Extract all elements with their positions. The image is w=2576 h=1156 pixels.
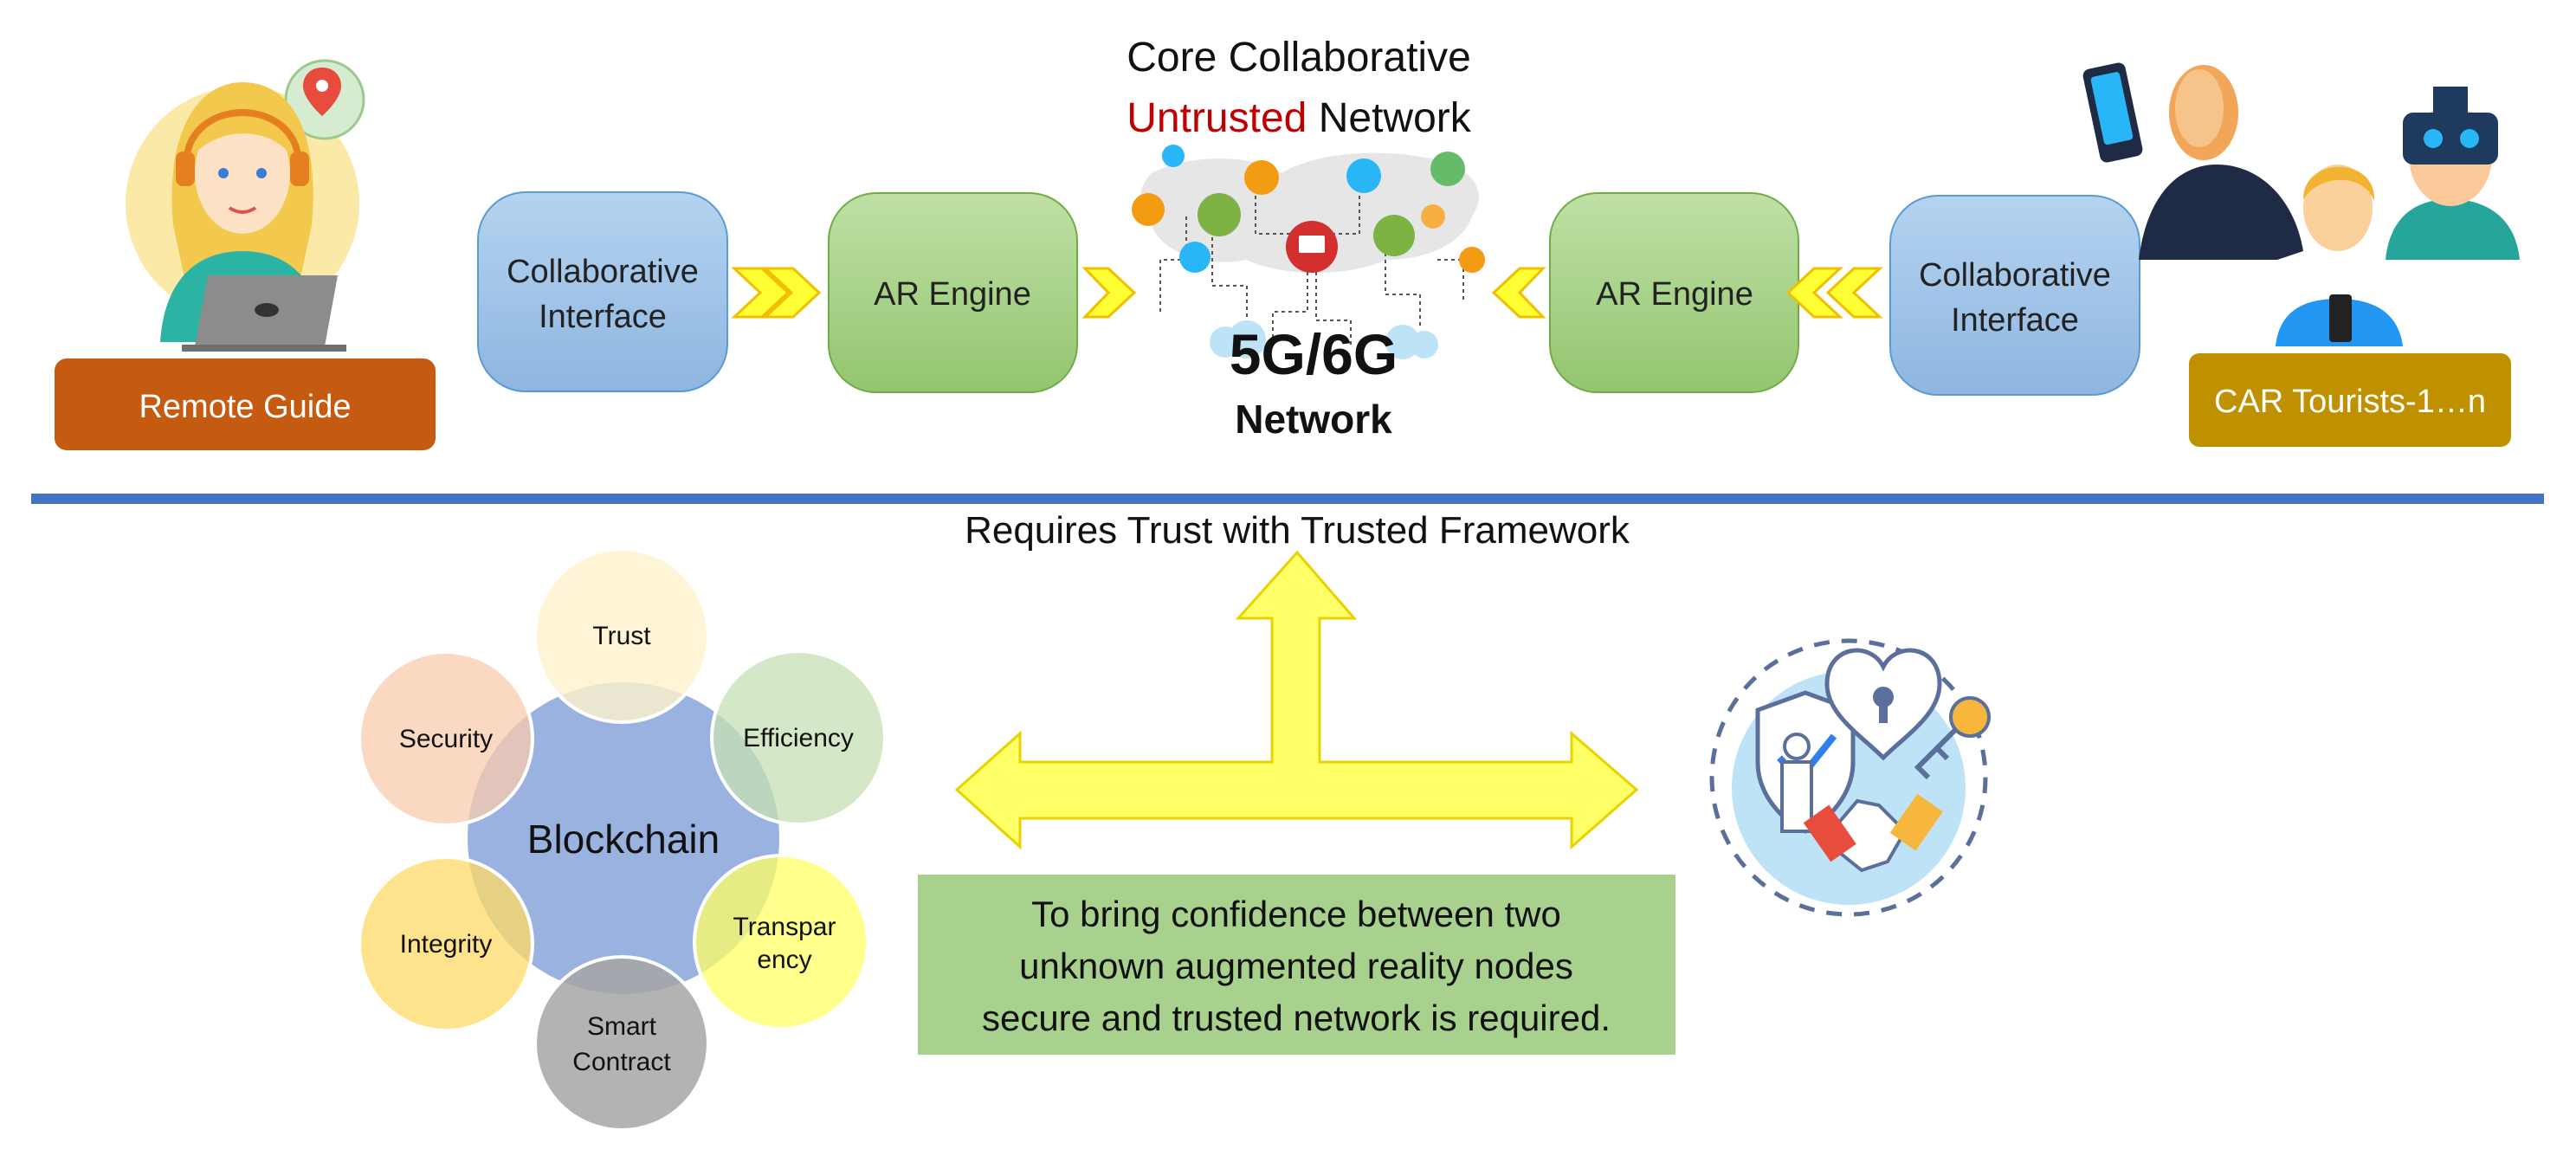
integrity-circle	[358, 856, 534, 1032]
key-icon	[1914, 696, 1991, 780]
three-way-arrow	[954, 550, 1639, 850]
blockchain-label: Blockchain	[527, 817, 720, 862]
remote-guide-illustration	[126, 59, 365, 352]
briefcase-icon	[1373, 215, 1415, 256]
chevron-right-icon	[1081, 267, 1137, 319]
trust-note-line3: secure and trusted network is required.	[982, 998, 1611, 1038]
card-icon	[1430, 152, 1465, 186]
efficiency-circle	[710, 649, 887, 826]
untrusted-word: Untrusted	[1127, 95, 1307, 141]
wifi-icon	[1346, 158, 1381, 193]
plane-icon	[1162, 145, 1185, 167]
chevron-right-icon	[731, 267, 822, 319]
trust-note-line1: To bring confidence between two	[1031, 894, 1561, 934]
left-collab-line2: Interface	[539, 299, 667, 335]
bag-icon	[1421, 204, 1445, 229]
chevron-left-icon	[1785, 267, 1883, 319]
section-divider	[31, 494, 2544, 504]
lock-icon	[1179, 242, 1211, 273]
efficiency-label: Efficiency	[743, 724, 854, 752]
map-pin-icon	[303, 68, 341, 116]
left-collaborative-interface	[477, 191, 728, 392]
car-tourists-label: CAR Tourists-1…n	[2214, 384, 2486, 420]
trust-note-box	[918, 875, 1675, 1055]
transparency-label-line2: ency	[757, 946, 811, 974]
chevron-left-icon	[1491, 267, 1546, 319]
network-label: Network	[1235, 397, 1392, 442]
network-title-line1: Core Collaborative	[1127, 35, 1471, 81]
trust-note-line2: unknown augmented reality nodes	[1019, 946, 1573, 986]
car-tourists-box	[2189, 353, 2511, 447]
person-icon	[1780, 733, 1813, 833]
remote-guide-label: Remote Guide	[139, 389, 351, 425]
network-5g-label: 5G/6G	[1230, 322, 1398, 386]
integrity-label: Integrity	[400, 930, 493, 959]
left-collab-line1: Collaborative	[507, 254, 699, 290]
remote-guide-box	[55, 358, 436, 450]
right-collaborative-interface	[1889, 195, 2140, 396]
heart-lock-icon	[1824, 648, 1942, 761]
right-ar-engine-label: AR Engine	[1596, 276, 1753, 313]
trust-illustration	[1709, 638, 1991, 917]
smart-contract-circle	[533, 955, 710, 1132]
phone-icon	[1244, 160, 1279, 195]
security-label: Security	[399, 725, 493, 753]
left-ar-engine-label: AR Engine	[874, 276, 1031, 313]
blockchain-diagram	[358, 547, 887, 1132]
bike-icon	[1459, 247, 1485, 273]
right-collab-line1: Collaborative	[1919, 257, 2111, 294]
transparency-circle	[693, 854, 869, 1030]
smart-contract-label-line2: Contract	[572, 1048, 671, 1076]
network-word: Network	[1319, 95, 1472, 141]
left-ar-engine	[828, 192, 1078, 393]
smart-contract-label-line1: Smart	[587, 1012, 657, 1041]
car-icon	[1198, 193, 1241, 236]
trust-label: Trust	[592, 622, 651, 650]
right-collab-line2: Interface	[1951, 302, 2079, 339]
world-map-network-illustration	[1132, 145, 1485, 359]
security-circle	[358, 650, 534, 827]
tourists-illustration	[2082, 62, 2520, 346]
globe-icon	[1132, 193, 1165, 226]
trust-circle	[533, 547, 710, 724]
handshake-icon	[1803, 793, 1943, 873]
trust-heading: Requires Trust with Trusted Framework	[965, 509, 1630, 552]
transparency-label-line1: Transpar	[733, 913, 836, 941]
network-title-line2: Untrusted Network	[1127, 95, 1471, 141]
